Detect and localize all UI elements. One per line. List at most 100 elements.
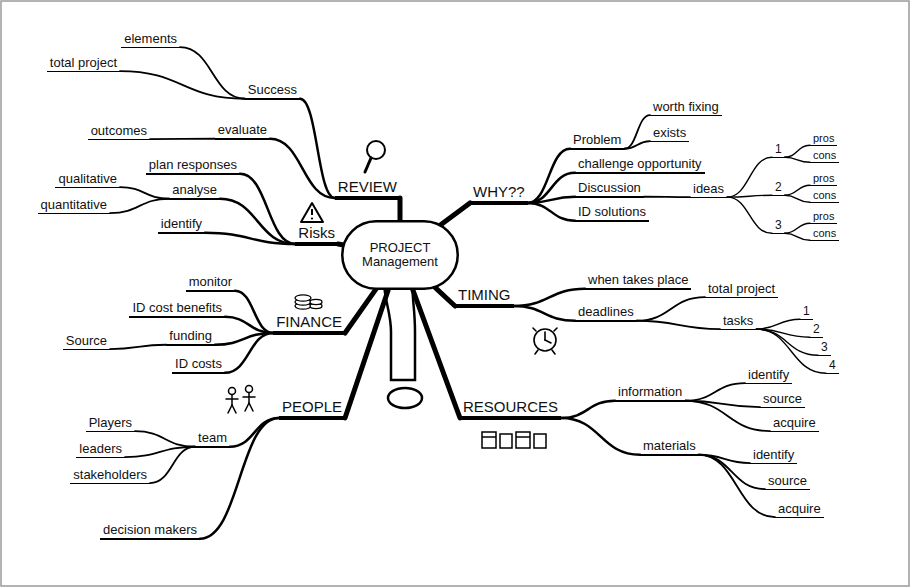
sub-branch-topic: team <box>195 431 230 448</box>
topic-text: stakeholders <box>73 468 147 482</box>
topic-text: acquire <box>773 416 816 430</box>
sub-branch-topic: Players <box>86 416 135 432</box>
topic-text: 3 <box>775 219 782 232</box>
branch-line <box>561 418 640 455</box>
topic-text: RESOURCES <box>463 399 558 416</box>
topic-text: 2 <box>813 323 820 336</box>
topic-text: pros <box>813 172 834 184</box>
sub-branch-topic: funding <box>166 329 215 346</box>
main-branch-topic: TIMING <box>455 287 514 309</box>
topic-text: Risks <box>298 225 335 242</box>
coins-icon <box>295 295 322 309</box>
topic-text: pros <box>813 210 834 222</box>
topic-text: Discussion <box>578 181 641 195</box>
sub-branch-topic: elements <box>121 32 180 48</box>
sub-branch-topic: total project <box>47 56 120 72</box>
topic-text: cons <box>813 227 836 239</box>
warning-icon <box>301 203 323 222</box>
branch-line <box>120 71 245 99</box>
topic-text: decision makers <box>103 523 197 537</box>
sub-branch-topic: identify <box>158 217 205 234</box>
branch-line <box>685 383 745 401</box>
branch-line <box>409 281 460 418</box>
topic-text: pros <box>813 132 834 144</box>
topic-text: 3 <box>821 341 828 354</box>
topic-text: deadlines <box>578 305 634 319</box>
topic-text: ID costs <box>175 357 222 371</box>
branch-line <box>528 203 575 221</box>
branch-line <box>785 145 810 157</box>
topic-text: 2 <box>775 181 782 194</box>
topic-text: quantitative <box>41 198 108 212</box>
branch-line <box>120 187 169 199</box>
topic-text: monitor <box>189 275 232 289</box>
topic-text: identify <box>748 368 789 382</box>
branch-line <box>785 185 810 195</box>
sub-branch-topic: information <box>615 385 685 402</box>
topic-text: PEOPLE <box>282 399 342 416</box>
sub-branch-topic: qualitative <box>55 172 120 188</box>
topic-text: plan responses <box>149 158 237 172</box>
main-branch-topic: REVIEW <box>335 179 400 201</box>
branch-line <box>225 317 273 333</box>
branch-line <box>699 455 775 517</box>
sub-branch-topic: acquire <box>770 416 819 432</box>
branch-line <box>439 203 470 226</box>
topic-text: evaluate <box>218 123 267 137</box>
sub-branch-topic: cons <box>810 149 839 163</box>
people-icon <box>226 386 255 414</box>
topic-text: Players <box>89 416 132 430</box>
topic-text: worth fixing <box>653 100 719 114</box>
sub-branch-topic: exists <box>650 126 689 142</box>
question-mark-outline <box>342 221 458 289</box>
topic-text: materials <box>643 439 696 453</box>
branch-line <box>514 289 586 306</box>
branch-line <box>727 197 772 233</box>
sub-branch-topic: quantitative <box>38 198 111 214</box>
branch-line <box>785 223 810 233</box>
branch-line <box>150 447 195 483</box>
branch-line <box>125 447 195 457</box>
topic-text: leaders <box>79 442 122 456</box>
topic-text: elements <box>124 32 177 46</box>
branch-line <box>205 233 295 244</box>
sub-branch-topic: 4 <box>826 359 839 374</box>
sub-branch-topic: ideas <box>690 182 727 198</box>
branch-line <box>225 333 273 373</box>
sub-branch-topic: 3 <box>818 341 831 356</box>
branch-line <box>785 157 810 162</box>
topic-text: source <box>763 392 802 406</box>
sub-branch-topic: analyse <box>169 183 220 200</box>
sub-branch-topic: 2 <box>772 181 785 196</box>
sub-branch-topic: Success <box>245 83 300 100</box>
sub-branch-topic: pros <box>810 132 837 146</box>
topic-text: 4 <box>829 359 836 372</box>
topic-text: challenge opportunity <box>578 157 702 171</box>
sub-branch-topic: total project <box>705 282 778 298</box>
question-mark-dot <box>388 388 422 408</box>
sub-branch-topic: cons <box>810 189 839 203</box>
topic-text: 1 <box>803 305 810 318</box>
sub-branch-topic: challenge opportunity <box>575 157 705 174</box>
sub-branch-topic: source <box>760 392 805 408</box>
branch-line <box>785 233 810 240</box>
topic-text: TIMING <box>458 287 511 304</box>
topic-text: outcomes <box>91 124 147 138</box>
sub-branch-topic: Discussion <box>575 181 644 198</box>
main-branch-topic: WHY?? <box>470 184 528 206</box>
sub-branch-topic: pros <box>810 210 837 224</box>
topic-text: WHY?? <box>473 184 525 201</box>
branch-line <box>644 196 690 198</box>
topic-text: Success <box>248 83 297 97</box>
branch-line <box>110 345 166 349</box>
topic-text: total project <box>708 282 775 296</box>
sub-branch-topic: leaders <box>76 442 125 458</box>
topic-text: source <box>768 474 807 488</box>
sub-branch-topic: ID costs <box>172 357 225 374</box>
topic-text: information <box>618 385 682 399</box>
branch-line <box>756 319 800 329</box>
branch-line <box>624 115 650 149</box>
branch-line <box>561 401 615 418</box>
main-branch-topic: Risks <box>295 225 338 247</box>
central-topic: PROJECT Management <box>341 220 459 290</box>
